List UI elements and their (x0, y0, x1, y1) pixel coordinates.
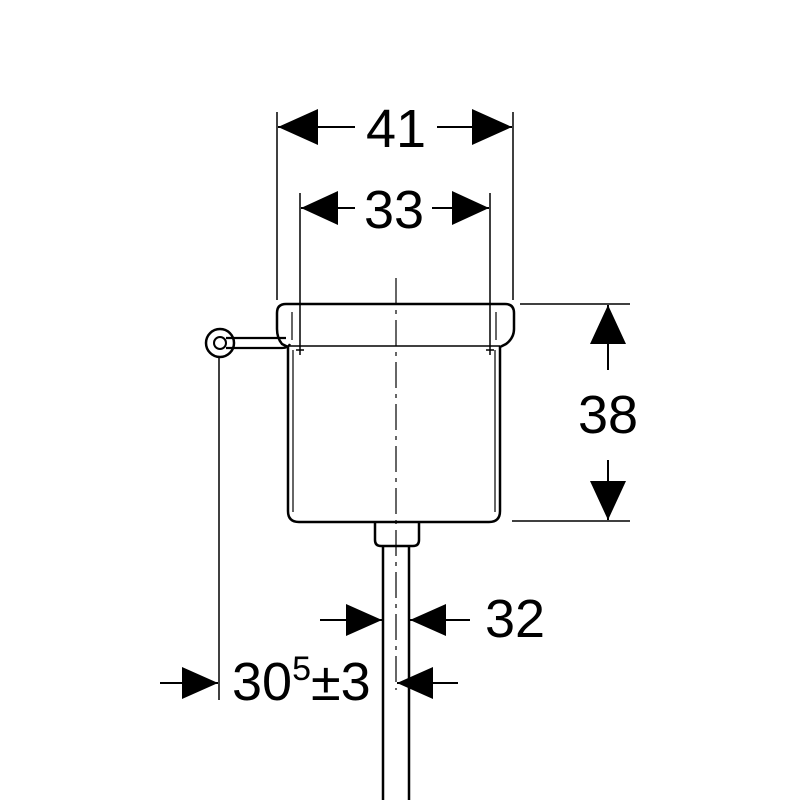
cistern-side-line (292, 350, 496, 512)
cistern-body (275, 302, 516, 524)
arrow-offset-left (182, 667, 218, 699)
dim-label-41: 41 (366, 99, 426, 159)
dim-label-32: 32 (485, 589, 545, 649)
dim-label-offset-tol: ±3 (311, 652, 371, 712)
lever-rod (226, 336, 291, 350)
arrow-38-top (590, 305, 626, 344)
lever-knob-inner (213, 336, 227, 350)
outlet-pipe (373, 522, 421, 800)
arrow-33-right (452, 191, 489, 225)
arrow-41-right (472, 109, 512, 145)
arrow-41-left (278, 109, 318, 145)
arrow-32-left (346, 604, 382, 636)
arrow-32-right (410, 604, 446, 636)
outlet-flange (373, 522, 421, 548)
dim-label-33: 33 (364, 180, 424, 240)
dim-lever-offset (160, 357, 458, 700)
dim-height (512, 303, 630, 522)
arrow-38-bottom (590, 481, 626, 520)
lever-knob-outer (204, 327, 236, 359)
dim-inner-width (296, 191, 494, 355)
arrow-offset-right (397, 667, 433, 699)
cistern-inner-face (291, 312, 497, 340)
dim-label-offset-main: 30 (232, 652, 292, 712)
arrow-33-left (301, 191, 338, 225)
dim-overall-width (276, 109, 514, 300)
cistern-outline (275, 302, 516, 524)
outlet-pipe-walls (381, 546, 411, 800)
dim-label-38: 38 (578, 385, 638, 445)
dim-outlet (320, 604, 470, 636)
dim-label-offset: 305±3 (232, 650, 371, 712)
flush-lever (204, 327, 291, 359)
dim-label-offset-sup: 5 (292, 650, 311, 688)
